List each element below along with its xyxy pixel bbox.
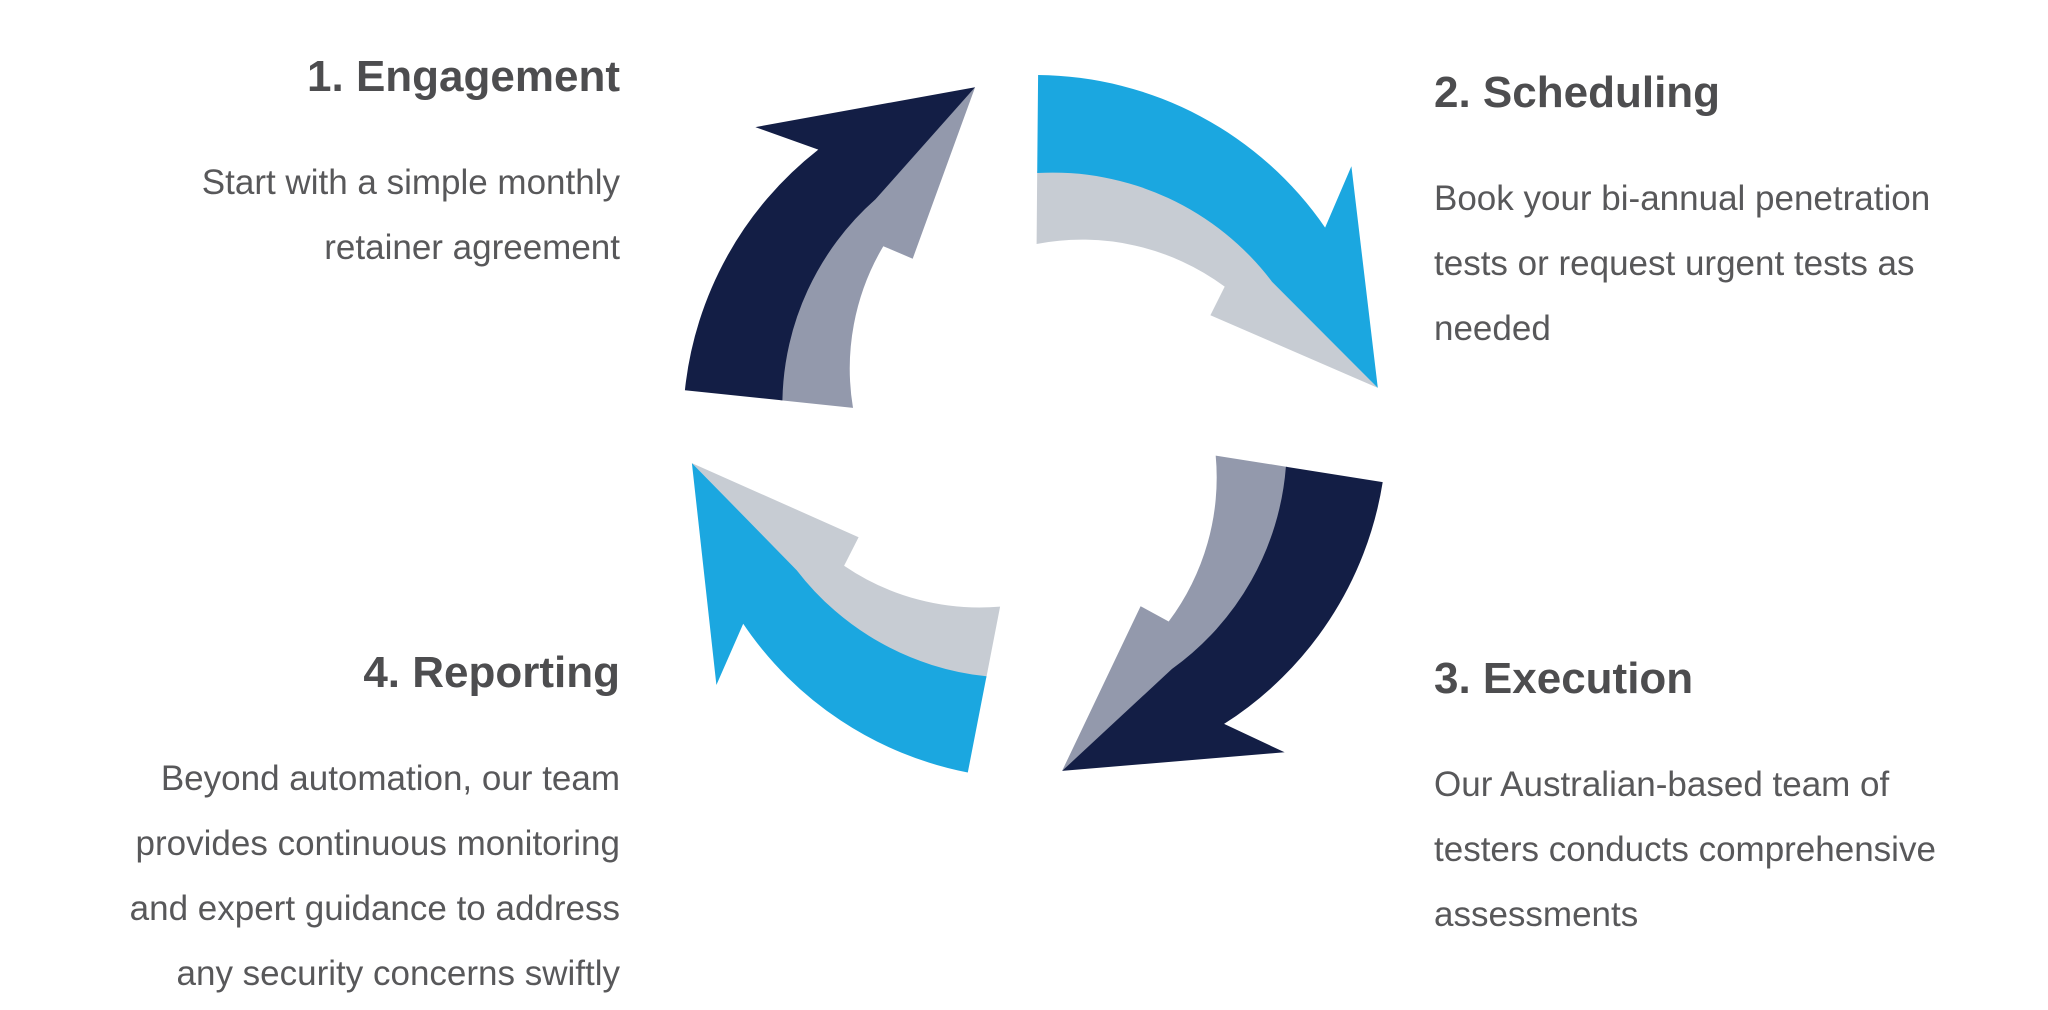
cycle-arrow-bottom-right-front-layer [1062,466,1383,771]
cycle-arrow-bottom-left-back-layer [691,463,1001,679]
cycle-arrow-top-right-front-layer [1037,75,1378,388]
cycle-arrow-top-right-back-layer [1036,170,1378,388]
cycle-arrow-top-left-back-layer [780,87,976,408]
step-title: 2. Scheduling [1434,68,1721,117]
step-title: 4. Reporting [363,648,620,697]
cycle-arrow-bottom-left-front-layer [691,463,987,773]
step-engagement: 1. Engagement Start with a simple monthl… [60,50,620,280]
step-reporting: 4. Reporting Beyond automation, our team… [60,646,620,1006]
cycle-arrows-graphic [684,75,1383,773]
step-description: Beyond automation, our team provides con… [129,759,620,993]
step-description: Start with a simple monthly retainer agr… [201,163,620,267]
step-execution: 3. Execution Our Australian-based team o… [1434,652,2024,947]
step-title: 1. Engagement [307,52,620,101]
step-scheduling: 2. Scheduling Book your bi-annual penetr… [1434,66,2024,361]
step-title: 3. Execution [1434,654,1694,703]
step-description: Book your bi-annual penetration tests or… [1434,179,1931,348]
cycle-arrow-top-left-front-layer [684,87,976,401]
step-description: Our Australian-based team of testers con… [1434,765,1936,934]
cycle-arrow-bottom-right-back-layer [1062,455,1288,771]
